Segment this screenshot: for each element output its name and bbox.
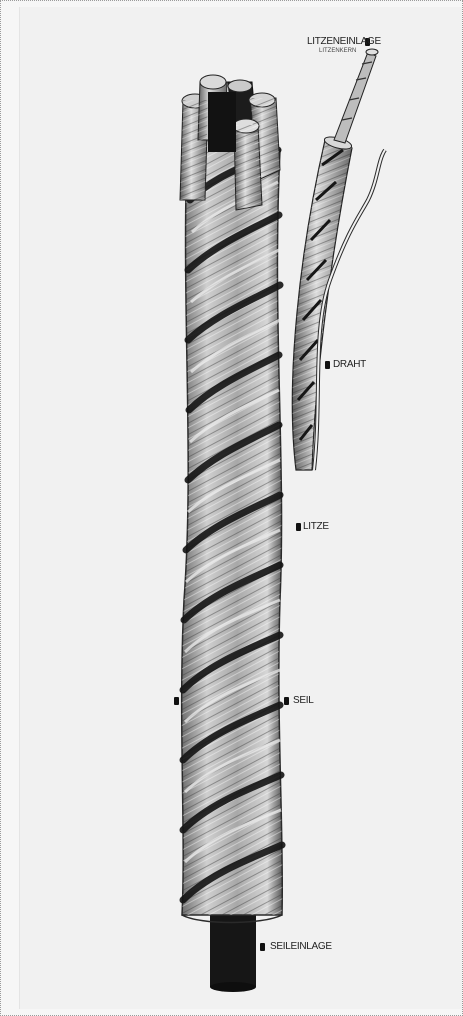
label-seileinlage: SEILEINLAGE xyxy=(270,941,332,952)
separated-strand xyxy=(292,49,378,470)
label-litzenkern: LITZENKERN xyxy=(319,48,356,54)
label-draht: DRAHT xyxy=(333,359,366,370)
label-litze: LITZE xyxy=(303,521,329,532)
rope-body xyxy=(182,125,283,923)
label-seil: SEIL xyxy=(293,695,313,706)
rope-core xyxy=(210,905,256,992)
label-litzeneinlage: LITZENEINLAGE xyxy=(307,36,381,47)
